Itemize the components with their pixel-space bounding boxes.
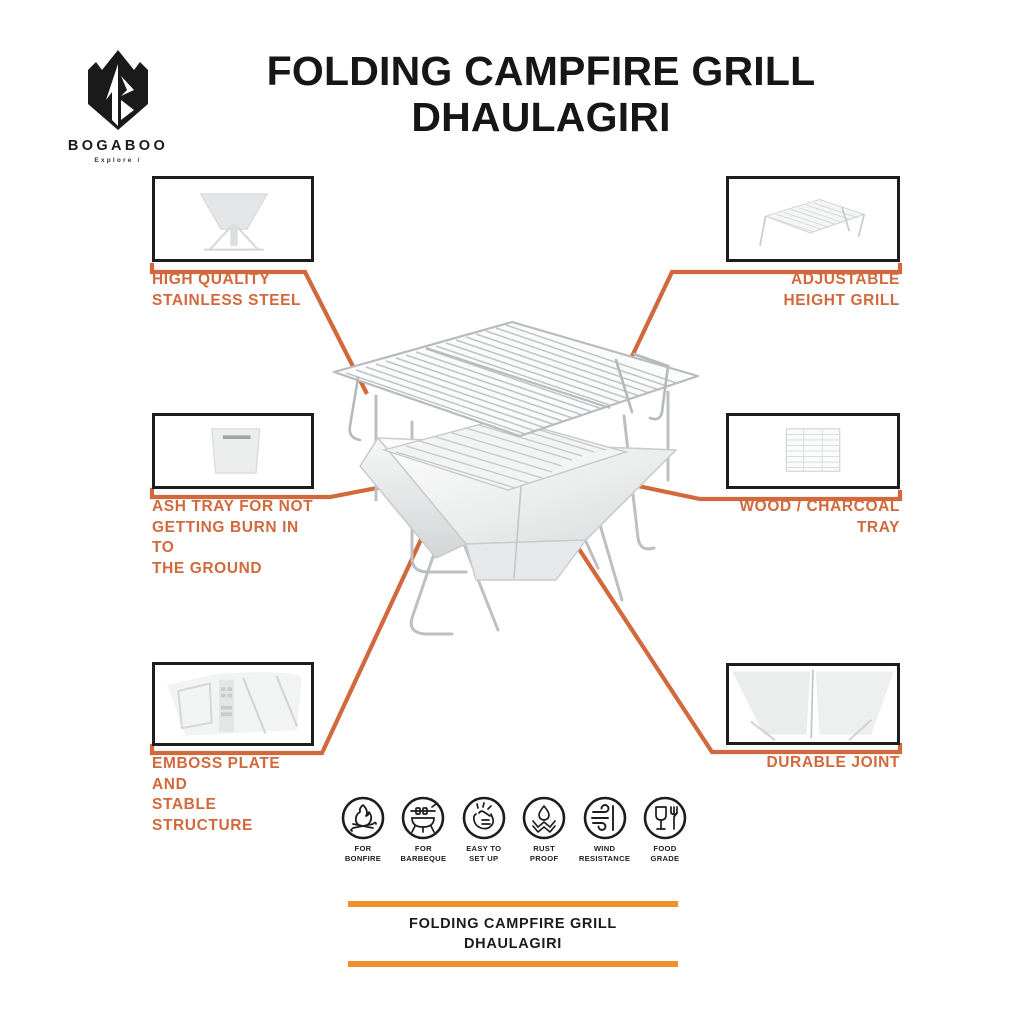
callout-label: HIGH QUALITY STAINLESS STEEL (152, 271, 302, 309)
banner-bar-top (348, 901, 678, 907)
footer-banner: FOLDING CAMPFIRE GRILL DHAULAGIRI (348, 901, 678, 968)
callout-image-box (726, 176, 900, 262)
callout-label: ASH TRAY FOR NOT GETTING BURN IN TO THE … (152, 498, 314, 577)
feature-label: FOR BARBEQUE (400, 844, 447, 863)
fire-bowl-left (359, 436, 468, 559)
feature-rust-proof[interactable]: RUST PROOF (517, 796, 571, 864)
grill-bowl-photo-icon (199, 193, 269, 251)
callout-durable-joint[interactable]: DURABLE JOINT (726, 663, 900, 771)
callout-label: EMBOSS PLATE AND STABLE STRUCTURE (152, 755, 281, 834)
callout-image-box (152, 413, 314, 489)
product-image-folding-campfire-grill (331, 320, 701, 636)
brand-name: BOGABOO (67, 138, 169, 154)
feature-food-grade[interactable]: FOOD GRADE (638, 796, 692, 864)
feature-icon-row: FOR BONFIRE FOR BARBEQUE (336, 796, 692, 864)
feature-wind-resistance[interactable]: WIND RESISTANCE (578, 796, 632, 864)
feature-easy-to-set-up[interactable]: EASY TO SET UP (457, 796, 511, 864)
feature-label: FOOD GRADE (650, 844, 680, 863)
feature-for-bonfire[interactable]: FOR BONFIRE (336, 796, 390, 864)
banner-text: FOLDING CAMPFIRE GRILL DHAULAGIRI (409, 916, 617, 952)
callout-image-box (726, 663, 900, 745)
snap-fingers-icon (462, 796, 506, 840)
durable-joint-photo-icon (732, 669, 894, 742)
brand-tagline: Explore / (94, 157, 142, 164)
wind-icon (583, 796, 626, 840)
campfire-icon (341, 796, 385, 840)
ash-tray-photo-icon (211, 428, 261, 474)
callout-adjustable-height-grill[interactable]: ADJUSTABLE HEIGHT GRILL (726, 176, 900, 309)
water-repel-icon (522, 796, 566, 840)
callout-ash-tray[interactable]: ASH TRAY FOR NOT GETTING BURN IN TO THE … (152, 413, 314, 577)
feature-label: FOR BONFIRE (344, 844, 382, 863)
emboss-plate-photo-icon (167, 672, 302, 736)
callout-label: DURABLE JOINT (766, 754, 900, 771)
feature-label: RUST PROOF (529, 844, 559, 863)
feature-for-barbeque[interactable]: FOR BARBEQUE (396, 796, 450, 864)
callout-image-box (152, 176, 314, 262)
callout-label: ADJUSTABLE HEIGHT GRILL (783, 271, 900, 309)
mountain-shield-logo-icon (88, 50, 148, 130)
callout-label: WOOD / CHARCOAL TRAY (739, 498, 900, 536)
callout-image-box (726, 413, 900, 489)
feature-label: EASY TO SET UP (466, 844, 502, 863)
charcoal-tray-photo-icon (785, 428, 841, 472)
callout-image-box (152, 662, 314, 746)
page-title: FOLDING CAMPFIRE GRILL DHAULAGIRI (266, 48, 816, 141)
adjustable-grate-photo-icon (759, 198, 866, 247)
fire-bowl-bottom (465, 539, 588, 581)
callout-wood-charcoal-tray[interactable]: WOOD / CHARCOAL TRAY (726, 413, 900, 536)
brand-logo: BOGABOO Explore / (58, 48, 178, 164)
callout-emboss-plate[interactable]: EMBOSS PLATE AND STABLE STRUCTURE (152, 662, 314, 834)
banner-bar-bottom (348, 961, 678, 968)
feature-label: WIND RESISTANCE (578, 844, 631, 863)
glass-fork-icon (643, 796, 687, 840)
callout-high-quality-stainless-steel[interactable]: HIGH QUALITY STAINLESS STEEL (152, 176, 314, 309)
bbq-grill-icon (402, 796, 445, 840)
